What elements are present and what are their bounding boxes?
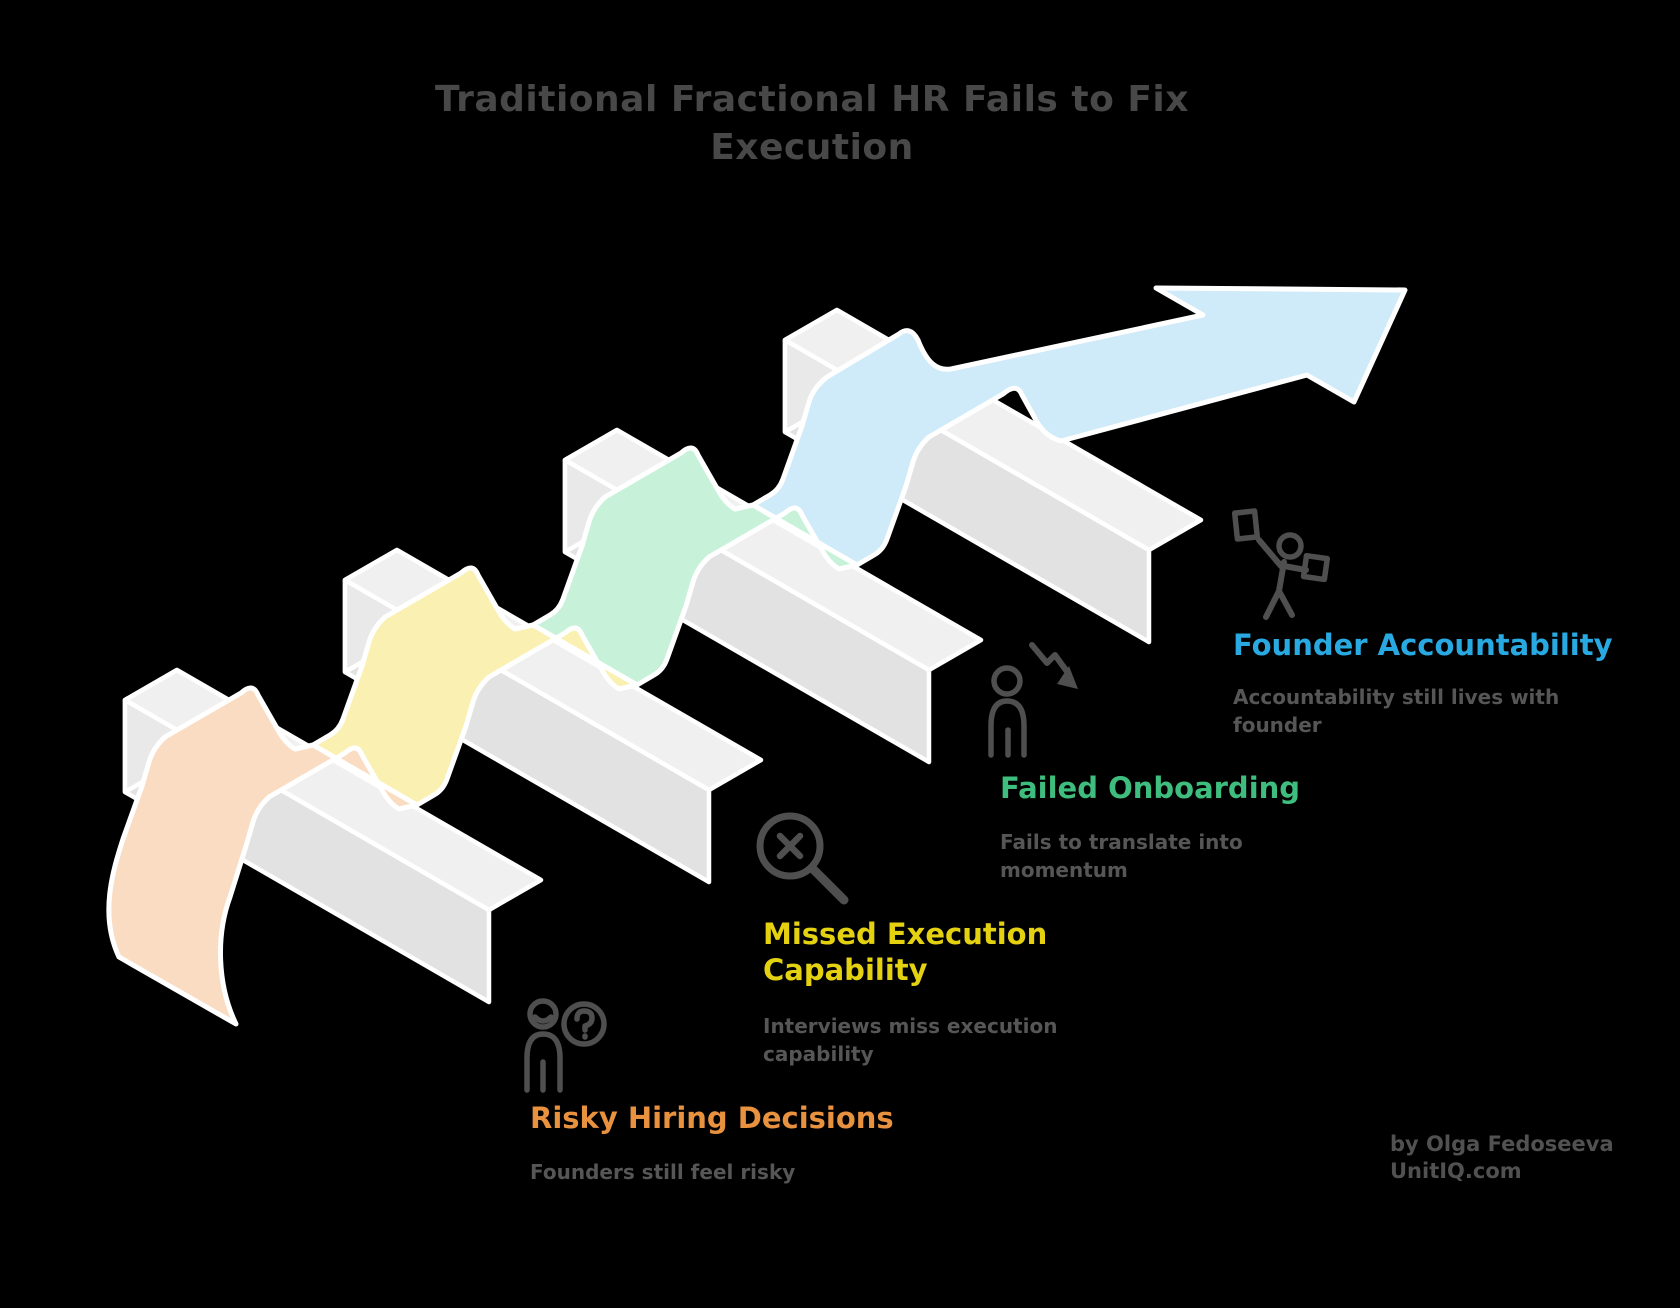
attribution-author: by Olga Fedoseeva: [1390, 1132, 1614, 1156]
stage-label-founder-accountability: Founder Accountability: [1233, 628, 1613, 662]
stage-desc-founder-accountability: Accountability still lives with founder: [1233, 685, 1560, 738]
person-question-icon: [524, 998, 607, 1093]
stage-label-risky-hiring: Risky Hiring Decisions: [530, 1101, 894, 1135]
founder-juggling-icon: [1231, 508, 1331, 620]
ribbon-risky-hiring: [106, 685, 420, 1027]
ribbon-founder-accountability-arrow: [750, 285, 1408, 568]
page-title: Traditional Fractional HR Fails to Fix E…: [434, 79, 1189, 169]
stage-label-failed-onboarding: Failed Onboarding: [1000, 771, 1301, 805]
magnifier-x-icon: [756, 812, 849, 905]
stage-desc-failed-onboarding: Fails to translate into momentum: [1000, 830, 1243, 883]
attribution-site: UnitIQ.com: [1390, 1159, 1522, 1184]
stage-desc-risky-hiring: Founders still feel risky: [530, 1160, 796, 1184]
person-decline-icon: [988, 642, 1078, 758]
stage-desc-missed-execution: Interviews miss execution capability: [763, 1014, 1058, 1067]
attribution: by Olga Fedoseeva UnitIQ.com: [1390, 1131, 1670, 1186]
stage-label-missed-execution: Missed Execution Capability: [763, 917, 1048, 988]
